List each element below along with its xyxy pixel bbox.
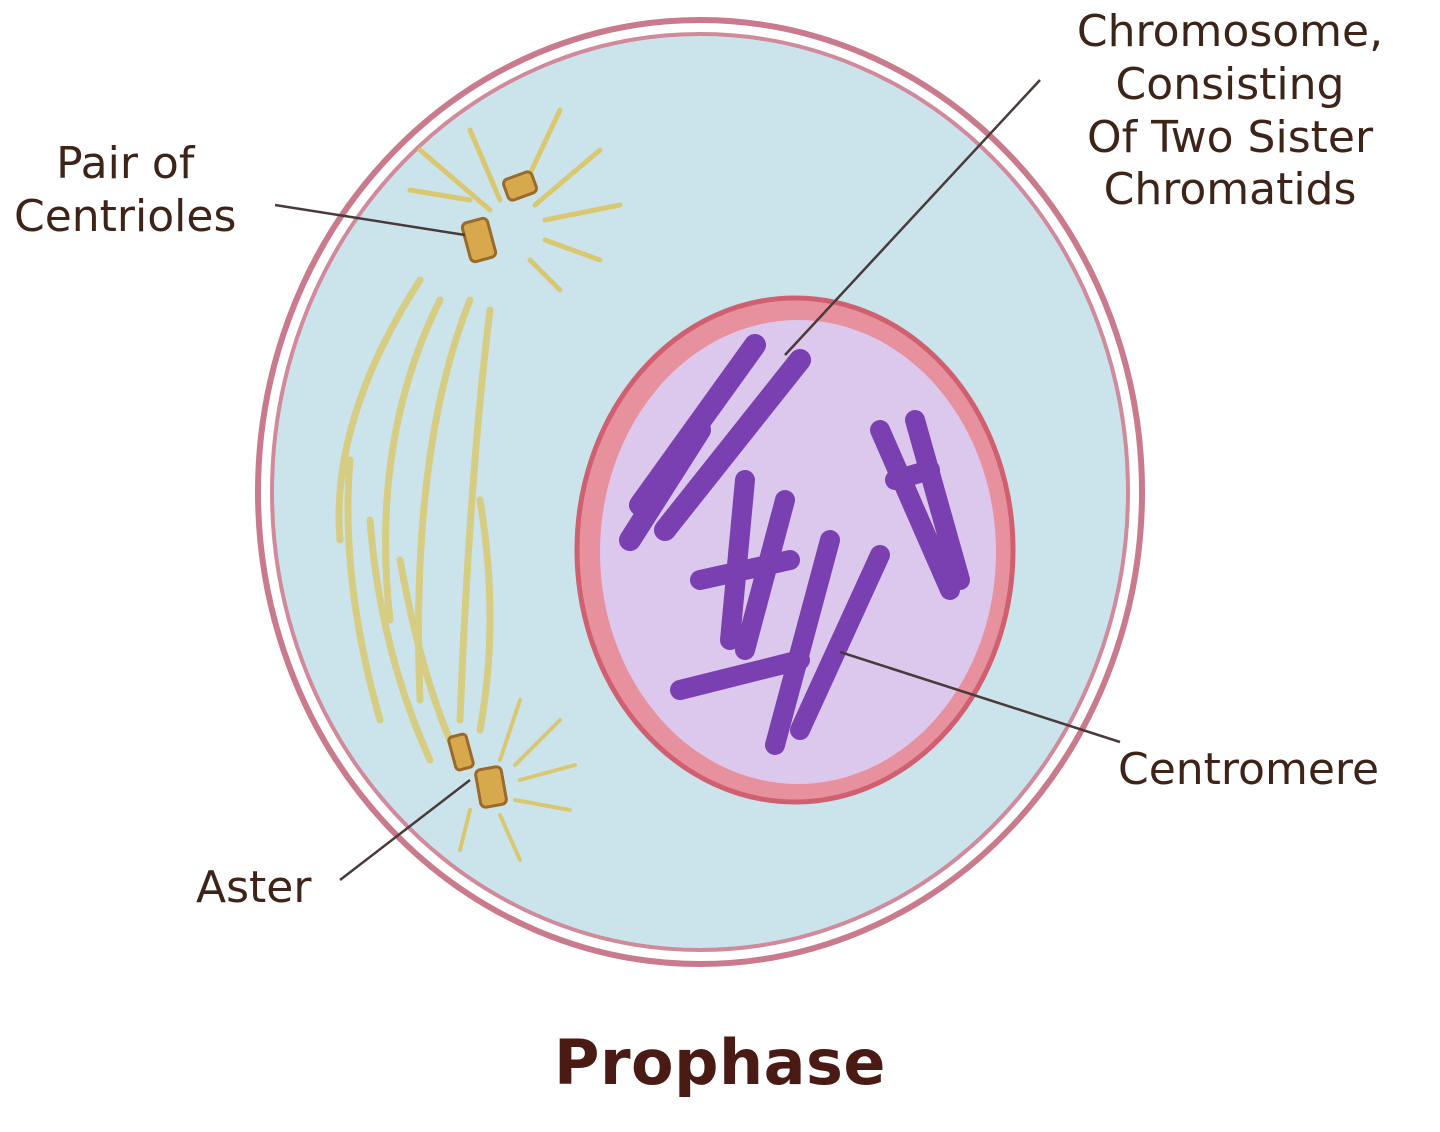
upper-aster-rays <box>407 107 623 293</box>
chromosome-3 <box>670 530 890 755</box>
spindle-fibers <box>335 276 494 764</box>
chromosome-label-line-3: Of Two Sister <box>1086 111 1374 163</box>
chromosome-2 <box>690 470 800 660</box>
centrioles-label-line-1: Pair of <box>56 138 195 189</box>
centromere-label: Centromere <box>1118 744 1380 795</box>
centrioles-leader <box>274 203 466 237</box>
chromosome-label-line-2: Consisting <box>1115 58 1345 110</box>
centrioles-label: Pair of Centrioles <box>14 138 236 244</box>
upper-centriole-b <box>460 216 498 264</box>
centromere-leader <box>839 650 1121 744</box>
centrioles-label-line-2: Centrioles <box>14 190 237 242</box>
aster-leader <box>339 779 471 881</box>
lower-centriole-a <box>447 732 475 772</box>
chromosome-1 <box>619 334 811 551</box>
leader-lines <box>274 79 1121 881</box>
chromosomes <box>619 334 970 755</box>
chromosome-label-line-4: Chromatids <box>1103 164 1357 216</box>
chromosome-4 <box>870 410 970 600</box>
upper-centriole-a <box>502 170 538 202</box>
aster-label: Aster <box>196 862 312 913</box>
lower-aster-rays <box>458 698 577 862</box>
cell-membrane-outer <box>255 17 1145 967</box>
chromosome-label-line-1: Chromosome, <box>1076 6 1384 57</box>
diagram-title: Prophase <box>554 1026 886 1099</box>
chromosome-leader <box>784 79 1041 356</box>
chromosome-label: Chromosome, Consisting Of Two Sister Chr… <box>1030 6 1430 217</box>
lower-centriole-b <box>474 765 508 809</box>
